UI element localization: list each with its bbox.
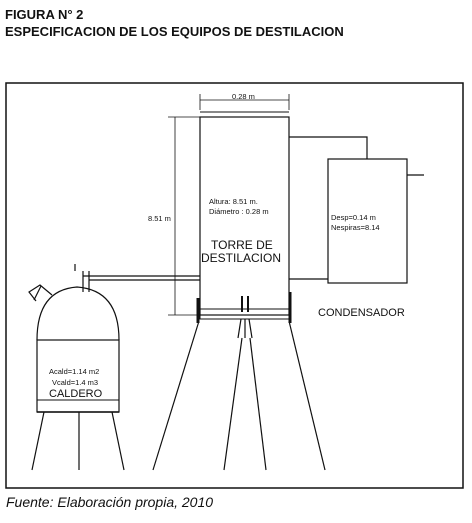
height-dimension	[168, 116, 200, 316]
figure-label: FIGURA N° 2	[5, 7, 84, 22]
diagram-frame	[5, 82, 464, 489]
boiler-spec-volume: Vcald=1.4 m3	[52, 378, 98, 387]
tower-spec-height: Altura: 8.51 m.	[209, 197, 258, 206]
height-dimension-label: 8.51 m	[148, 214, 171, 223]
figure-title: ESPECIFICACION DE LOS EQUIPOS DE DESTILA…	[5, 24, 344, 39]
source-caption: Fuente: Elaboración propia, 2010	[6, 494, 214, 510]
width-dimension-label: 0.28 m	[232, 92, 255, 101]
condenser-spec-desp: Desp=0.14 m	[331, 213, 376, 222]
boiler-spec-area: Acald=1.14 m2	[49, 367, 99, 376]
tower-name-line1: TORRE DE	[211, 238, 273, 252]
boiler-legs	[31, 411, 125, 471]
tower-legs	[152, 320, 326, 471]
width-dimension	[199, 94, 290, 110]
boiler-name: CALDERO	[49, 388, 103, 400]
condenser	[289, 136, 424, 284]
distillation-tower	[196, 111, 292, 339]
tower-name-line2: DESTILACION	[201, 251, 281, 265]
boiler	[28, 264, 200, 413]
condenser-spec-nespiras: Nespiras=8.14	[331, 223, 380, 232]
condenser-name: CONDENSADOR	[318, 307, 405, 319]
tower-spec-diameter: Diámetro : 0.28 m	[209, 207, 269, 216]
